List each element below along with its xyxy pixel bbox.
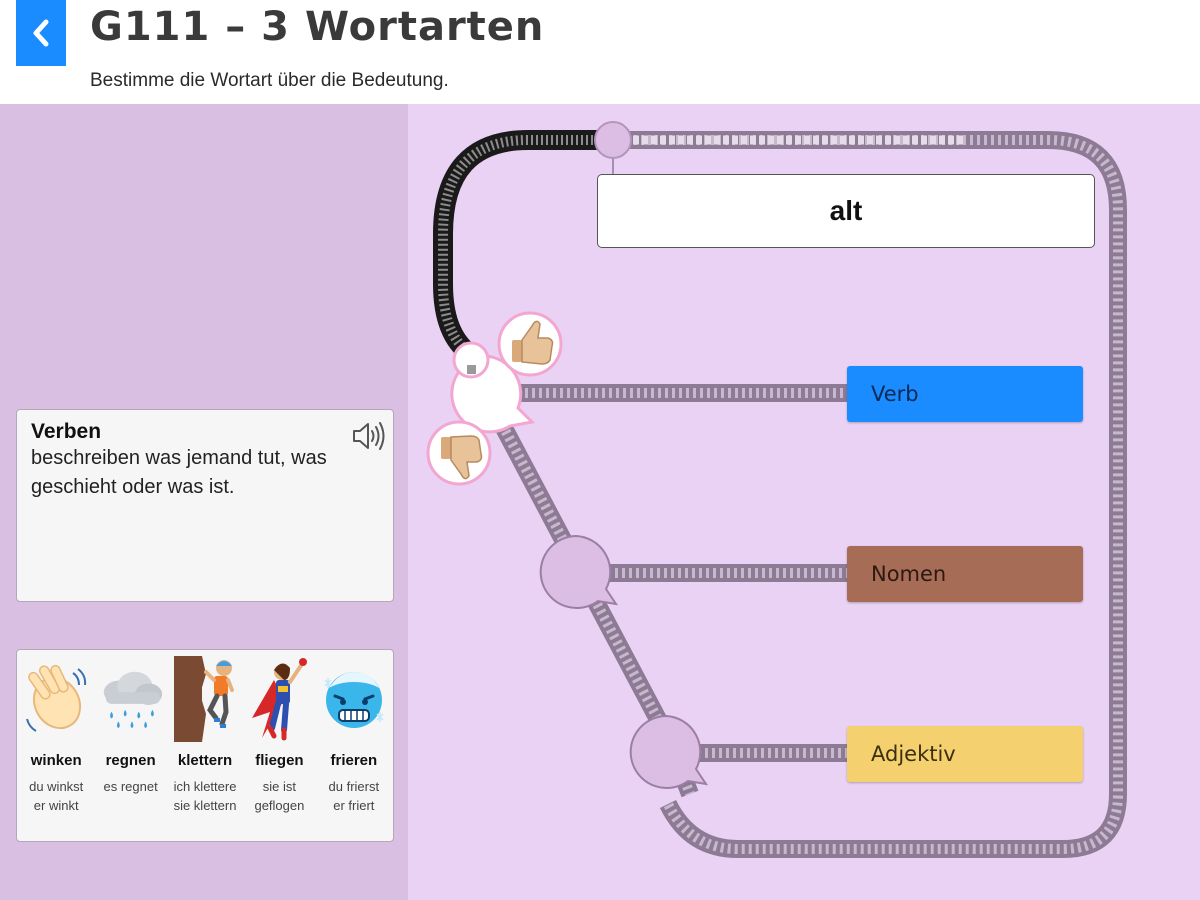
page-subtitle: Bestimme die Wortart über die Bedeutung. [90,70,449,91]
example-forms: es regnet [103,779,158,794]
train-marker [452,341,490,379]
answer-nomen-button[interactable]: Nomen [847,546,1083,602]
thumbs-up-button[interactable] [497,311,563,377]
start-station [594,121,632,159]
climber-icon [174,656,235,742]
rain-cloud-icon [103,671,162,729]
info-text: beschreiben was jemand tut, was geschieh… [31,447,327,498]
station-nomen [539,534,619,609]
railway-track [426,121,1127,858]
example-word: winken [30,752,82,769]
example-forms: du winkst er winkt [29,779,84,813]
current-word-box: alt [597,174,1095,248]
station-adjektiv [629,714,709,789]
example-forms: ich klettere sie klettern [173,779,237,813]
back-button[interactable] [16,0,66,66]
game-area: alt Verb Nomen Adjektiv [408,104,1200,900]
page-title: G111 – 3 Wortarten [90,4,545,50]
thumbs-down-icon [441,435,483,480]
example-word: fliegen [255,752,304,769]
info-title: Verben [31,420,102,443]
example-item: klettern ich klettere sie klettern [168,654,242,837]
answer-verb-button[interactable]: Verb [847,366,1083,422]
thumbs-down-button[interactable] [426,420,492,486]
example-item: frieren du frierst er friert [317,654,391,837]
thumbs-up-icon [512,320,554,365]
answer-adjektiv-button[interactable]: Adjektiv [847,726,1083,782]
examples-card: winken du winkst er winkt [16,649,394,842]
header: G111 – 3 Wortarten Bestimme die Wortart … [0,0,1200,104]
example-word: frieren [330,752,378,769]
superhero-icon [252,658,308,741]
left-panel: Verben beschreiben was jemand tut, was g… [0,104,408,900]
example-forms: sie ist geflogen [254,779,305,813]
example-forms: du frierst er friert [328,779,380,813]
waving-hand-icon [26,664,87,732]
chevron-left-icon [33,19,49,47]
speaker-icon[interactable] [351,420,385,452]
info-card: Verben beschreiben was jemand tut, was g… [16,409,394,602]
example-word: regnen [105,752,156,769]
example-item: fliegen sie ist geflogen [242,654,316,837]
example-item: regnen es regnet [93,654,167,837]
example-word: klettern [177,752,233,769]
freezing-face-icon [324,672,384,728]
example-item: winken du winkst er winkt [19,654,93,837]
station-active[interactable] [450,341,536,434]
